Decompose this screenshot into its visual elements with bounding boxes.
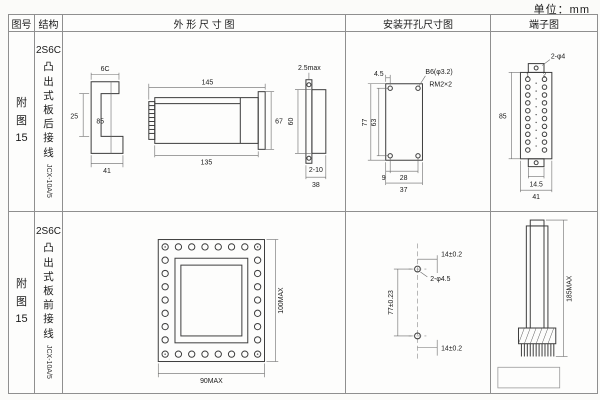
row2-terminal-cell: 185MAX bbox=[491, 212, 597, 393]
dim-label: 77 bbox=[362, 118, 369, 126]
row1-structure-cell: 2S6C 凸出式板后接线 JCX-10A/5 bbox=[35, 32, 63, 212]
relay-type-label: JCX-10A/5 bbox=[45, 163, 52, 198]
dim-label: 37 bbox=[400, 187, 408, 194]
row2-mount-drawing: 14±0.2 2-φ4.5 77±0.23 14±0.2 bbox=[388, 243, 462, 362]
dim-label: 2-10 bbox=[309, 167, 323, 174]
dim-label: B6(φ3.2) bbox=[425, 69, 452, 76]
relay-side-view bbox=[517, 219, 557, 345]
narrow-side-dim-lines bbox=[294, 72, 327, 180]
row2-fig-no-cell: 附图15 bbox=[9, 212, 35, 393]
stamp-box bbox=[497, 366, 561, 389]
dim-label: 85 bbox=[96, 118, 104, 125]
terminal-number: 2 bbox=[543, 72, 546, 78]
dim-label: 41 bbox=[532, 194, 540, 201]
row2-outline-drawing: 100MAX 90MAX bbox=[157, 239, 285, 385]
header-structure: 结构 bbox=[35, 15, 63, 32]
structure-desc: 凸出式板前接线 bbox=[43, 242, 54, 340]
terminal-dim-lines bbox=[508, 59, 553, 193]
dim-label: 77±0.23 bbox=[388, 290, 395, 315]
dim-label: 14±0.2 bbox=[441, 346, 462, 353]
relay-type-label: JCX-10A/5 bbox=[45, 344, 52, 379]
dim-label: 90MAX bbox=[200, 378, 223, 385]
header-terminal-diagram: 端子图 bbox=[491, 15, 597, 32]
dim-label: 2-φ4.5 bbox=[430, 276, 450, 283]
dim-label: 185MAX bbox=[566, 275, 573, 302]
dim-label: 135 bbox=[201, 159, 213, 166]
fig-no-text: 附图15 bbox=[15, 278, 28, 326]
fig-no-text: 附图15 bbox=[15, 97, 28, 145]
dim-label: 14.5 bbox=[529, 181, 543, 188]
base-hatch bbox=[518, 327, 555, 344]
top-view-dim-lines bbox=[148, 83, 275, 158]
dim-label: 41 bbox=[103, 168, 111, 175]
header-mounting-holes: 安装开孔尺寸图 bbox=[346, 15, 491, 32]
header-outline-dimensions: 外 形 尺 寸 图 bbox=[63, 15, 346, 32]
mount2-dim-lines bbox=[393, 255, 438, 356]
top-view bbox=[148, 91, 266, 150]
row1-mount-cell: 4.5 B6(φ3.2) RM2×2 77 63 9 28 37 bbox=[346, 32, 491, 212]
front-view-dim-lines bbox=[157, 239, 279, 378]
dim-label: 67 bbox=[275, 118, 283, 125]
unit-label: 单位：mm bbox=[533, 4, 590, 16]
side-profile-view bbox=[90, 81, 124, 154]
dim-label: 28 bbox=[400, 175, 408, 182]
dim-label: 4.5 bbox=[374, 71, 384, 78]
terminal-block bbox=[519, 63, 553, 168]
header-fig-no: 图号 bbox=[9, 15, 35, 32]
front-view bbox=[157, 239, 265, 363]
mount-dim-lines bbox=[367, 74, 426, 186]
row1-outline-cell: 6C 25 85 41 bbox=[63, 32, 346, 212]
dim-label: 85 bbox=[499, 114, 507, 121]
dim-label: 2.5max bbox=[298, 65, 321, 72]
drawing-table: 图号 结构 外 形 尺 寸 图 安装开孔尺寸图 端子图 附图15 2S6C 凸出… bbox=[8, 14, 598, 394]
terminal-pins bbox=[520, 343, 555, 357]
side-view-dim-lines bbox=[545, 219, 568, 357]
side-profile-dim-lines bbox=[79, 72, 124, 168]
row1-mount-drawing: 4.5 B6(φ3.2) RM2×2 77 63 9 28 37 bbox=[362, 69, 453, 194]
dim-label: 9 bbox=[382, 175, 386, 182]
row2-terminal-drawing: 185MAX bbox=[497, 219, 573, 389]
row1-terminal-drawing: 1 2 2-φ4 85 14.5 41 bbox=[499, 54, 566, 201]
hole-centerlines bbox=[408, 268, 427, 337]
row2-mount-cell: 14±0.2 2-φ4.5 77±0.23 14±0.2 bbox=[346, 212, 491, 393]
dim-label: 60 bbox=[288, 118, 295, 126]
model-label: 2S6C bbox=[35, 226, 61, 238]
structure-desc: 凸出式板后接线 bbox=[43, 61, 54, 159]
dim-label: 14±0.2 bbox=[441, 251, 462, 258]
dim-label: 25 bbox=[70, 114, 78, 121]
dim-label: 100MAX bbox=[278, 287, 285, 314]
row1-outline-drawing: 6C 25 85 41 bbox=[70, 65, 327, 189]
dim-label: 63 bbox=[371, 118, 378, 126]
dim-label: RM2×2 bbox=[429, 82, 452, 89]
narrow-side-view bbox=[305, 79, 327, 164]
dim-label: 6C bbox=[101, 66, 110, 73]
mount-plate bbox=[385, 83, 423, 161]
row2-structure-cell: 2S6C 凸出式板前接线 JCX-10A/5 bbox=[35, 212, 63, 393]
terminal-center-dots bbox=[535, 82, 537, 147]
terminal-number: 1 bbox=[526, 72, 529, 78]
model-label: 2S6C bbox=[35, 45, 61, 57]
row2-outline-cell: 100MAX 90MAX bbox=[63, 212, 346, 393]
front-view-dots bbox=[164, 246, 259, 355]
row1-terminal-cell: 1 2 2-φ4 85 14.5 41 bbox=[491, 32, 597, 212]
dim-label: 145 bbox=[202, 80, 214, 87]
row1-fig-no-cell: 附图15 bbox=[9, 32, 35, 212]
dim-label: 2-φ4 bbox=[551, 54, 566, 61]
dim-label: 38 bbox=[312, 182, 320, 189]
